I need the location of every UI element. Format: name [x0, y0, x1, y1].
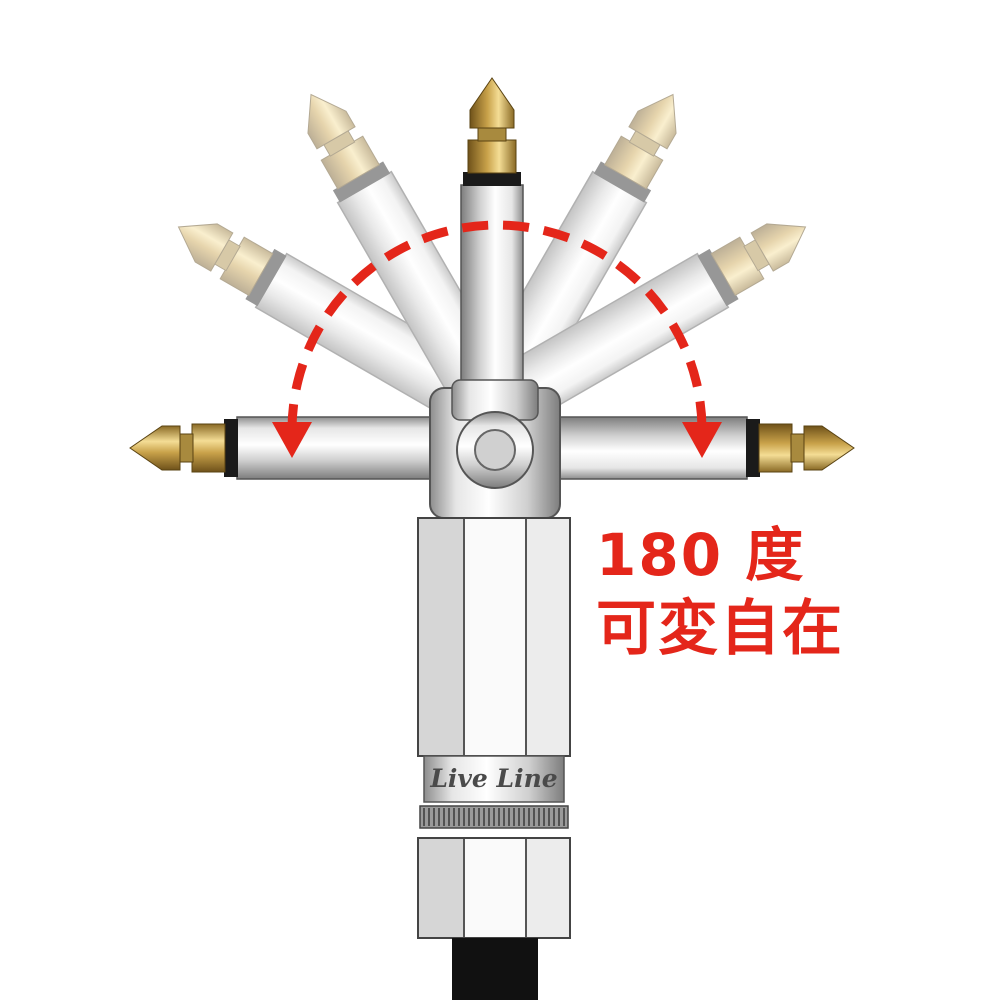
curved-double-arrow-icon: [272, 220, 722, 458]
cable: [452, 938, 538, 1000]
hex-barrel: [417, 517, 571, 757]
knurled-ring: [419, 805, 569, 829]
brand-label: Live Line: [429, 764, 557, 793]
motto-label: 可変自在: [596, 594, 844, 664]
pivot-joint: [429, 379, 561, 519]
lower-hex: [417, 837, 571, 939]
angle-label: 180 度: [596, 521, 806, 589]
brand-collar: Live Line: [423, 755, 565, 803]
